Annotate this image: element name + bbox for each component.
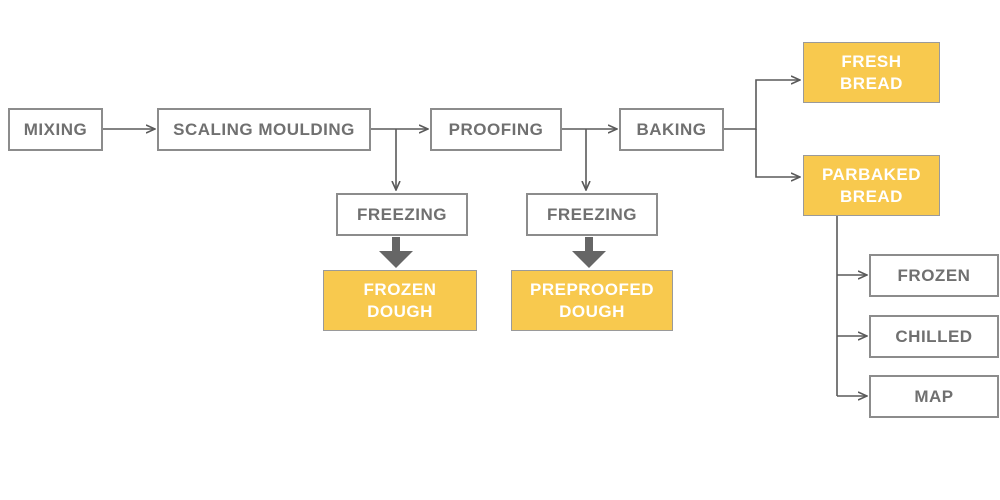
node-scaling-moulding: SCALING MOULDING [157,108,371,151]
node-baking: BAKING [619,108,724,151]
bold-arrow-freezing-frozen-dough [379,237,413,268]
node-frozen: FROZEN [869,254,999,297]
node-parbaked-bread: PARBAKED BREAD [803,155,940,216]
edge-baking-parbaked-bread [755,129,800,177]
bold-arrow-freezing-preproofed-dough [572,237,606,268]
node-mixing: MIXING [8,108,103,151]
node-freezing-2: FREEZING [526,193,658,236]
node-preproofed-dough: PREPROOFED DOUGH [511,270,673,331]
node-proofing: PROOFING [430,108,562,151]
node-freezing-1: FREEZING [336,193,468,236]
node-chilled: CHILLED [869,315,999,358]
node-fresh-bread: FRESH BREAD [803,42,940,103]
edge-baking-fresh-bread [724,80,800,130]
node-frozen-dough: FROZEN DOUGH [323,270,477,331]
node-map: MAP [869,375,999,418]
